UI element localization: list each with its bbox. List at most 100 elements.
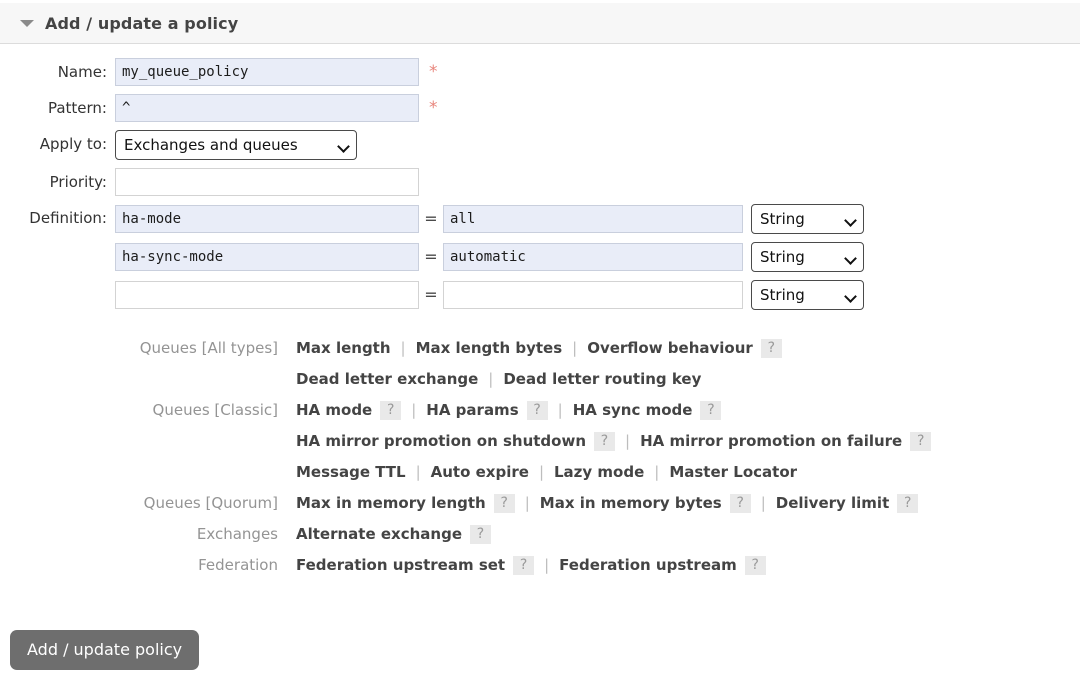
pattern-label: Pattern: [47,99,107,117]
pattern-input[interactable] [115,94,419,122]
param-line: HA mirror promotion on shutdown ? | HA m… [296,426,932,457]
param-link-dead-letter-exchange[interactable]: Dead letter exchange [296,370,479,388]
param-link-alternate-exchange[interactable]: Alternate exchange [296,525,462,543]
param-category-label: Queues [Quorum] [143,494,278,512]
param-line: Message TTL | Auto expire | Lazy mode | … [296,457,931,488]
param-category-label: Federation [198,556,278,574]
pattern-required-marker: * [429,98,438,118]
param-link-message-ttl[interactable]: Message TTL [296,463,406,481]
param-category-label: Exchanges [196,525,278,543]
priority-field-cell [115,168,419,196]
name-input[interactable] [115,58,419,86]
param-separator: | [400,339,406,357]
param-link-delivery-limit[interactable]: Delivery limit [775,494,890,512]
chevron-down-icon: Exchanges and queues Exchanges Queues [115,130,357,160]
help-icon-ha-mirror-promotion-on-shutdown[interactable]: ? [594,432,616,451]
definition-key-input-1[interactable] [115,205,419,233]
add-update-policy-button[interactable]: Add / update policy [10,630,200,670]
param-link-lazy-mode[interactable]: Lazy mode [554,463,645,481]
help-icon-ha-mirror-promotion-on-failure[interactable]: ? [910,432,932,451]
form-row-priority: Priority: [0,168,1080,196]
param-link-max-in-memory-length[interactable]: Max in memory length [296,494,486,512]
form-row-pattern: Pattern: * [0,94,1080,122]
form-row-definition-2: = String Number Boolean List [0,242,1080,272]
help-icon-federation-upstream-set[interactable]: ? [513,556,535,575]
priority-input[interactable] [115,168,419,196]
priority-label: Priority: [49,173,107,191]
param-link-ha-mode[interactable]: HA mode [296,401,373,419]
apply-to-select[interactable]: Exchanges and queues Exchanges Queues [115,130,357,160]
param-link-max-length-bytes[interactable]: Max length bytes [415,339,563,357]
definition-key-input-3[interactable] [115,281,419,309]
param-link-dead-letter-routing-key[interactable]: Dead letter routing key [503,370,702,388]
definition-type-select-2[interactable]: String Number Boolean List [751,242,864,272]
param-separator: | [415,463,421,481]
form-row-apply-to: Apply to: Exchanges and queues Exchanges… [0,130,1080,160]
help-icon-federation-upstream[interactable]: ? [744,556,766,575]
help-icon-ha-mode[interactable]: ? [380,401,402,420]
param-link-federation-upstream-set[interactable]: Federation upstream set [296,556,506,574]
param-separator: | [654,463,660,481]
definition-value-input-3[interactable] [443,281,743,309]
param-category-label: Queues [Classic] [152,401,278,419]
param-links: Federation upstream set ? | Federation u… [296,550,766,581]
help-icon-max-in-memory-length[interactable]: ? [493,494,515,513]
param-line: Max length | Max length bytes | Overflow… [296,333,782,364]
triangle-down-icon[interactable] [20,16,34,30]
param-line: Alternate exchange ? [296,519,491,550]
name-field-cell: * [115,58,438,86]
param-category-label: Queues [All types] [139,339,278,357]
param-group-queues-classic: Queues [Classic] HA mode ? | HA params ?… [0,395,1080,488]
param-link-ha-mirror-promotion-on-shutdown[interactable]: HA mirror promotion on shutdown [296,432,587,450]
param-link-max-in-memory-bytes[interactable]: Max in memory bytes [539,494,722,512]
name-required-marker: * [429,62,438,82]
help-icon-ha-params[interactable]: ? [526,401,548,420]
param-link-ha-params[interactable]: HA params [426,401,519,419]
help-icon-ha-sync-mode[interactable]: ? [700,401,722,420]
definition-value-input-1[interactable] [443,205,743,233]
param-link-master-locator[interactable]: Master Locator [669,463,798,481]
equals-sign-3: = [424,285,438,304]
section-header-add-update-policy[interactable]: Add / update a policy [0,3,1080,44]
param-group-federation: Federation Federation upstream set ? | F… [0,550,1080,581]
chevron-down-icon: String Number Boolean List [751,280,864,310]
equals-sign-1: = [424,209,438,228]
definition-value-input-2[interactable] [443,243,743,271]
param-separator: | [488,370,494,388]
param-separator: | [572,339,578,357]
param-line: Federation upstream set ? | Federation u… [296,550,766,581]
param-link-overflow-behaviour[interactable]: Overflow behaviour [587,339,753,357]
help-icon-alternate-exchange[interactable]: ? [470,525,491,544]
param-separator: | [524,494,530,512]
form-row-name: Name: * [0,58,1080,86]
definition-type-select-3[interactable]: String Number Boolean List [751,280,864,310]
param-link-federation-upstream[interactable]: Federation upstream [559,556,737,574]
definition-field-cell-1: = String Number Boolean List [115,204,864,234]
param-link-auto-expire[interactable]: Auto expire [430,463,529,481]
definition-key-input-2[interactable] [115,243,419,271]
param-group-queues-all-types: Queues [All types] Max length | Max leng… [0,333,1080,395]
help-icon-overflow-behaviour[interactable]: ? [760,339,782,358]
apply-to-label: Apply to: [39,135,107,153]
param-links: Max length | Max length bytes | Overflow… [296,333,782,395]
chevron-down-icon: String Number Boolean List [751,204,864,234]
param-separator: | [557,401,563,419]
help-icon-max-in-memory-bytes[interactable]: ? [729,494,751,513]
chevron-down-icon: String Number Boolean List [751,242,864,272]
param-links: HA mode ? | HA params ? | HA sync mode ?… [296,395,932,488]
parameter-shortcuts: Queues [All types] Max length | Max leng… [0,333,1080,581]
param-link-ha-sync-mode[interactable]: HA sync mode [572,401,693,419]
definition-field-cell-3: = String Number Boolean List [115,280,864,310]
policy-form: Name: * Pattern: * Apply to: Exchanges a… [0,58,1080,318]
param-line: HA mode ? | HA params ? | HA sync mode ? [296,395,931,426]
param-separator: | [625,432,631,450]
definition-field-cell-2: = String Number Boolean List [115,242,864,272]
equals-sign-2: = [424,247,438,266]
param-separator: | [544,556,550,574]
form-row-definition-1: Definition: = String Number Boolean List [0,204,1080,234]
definition-type-select-1[interactable]: String Number Boolean List [751,204,864,234]
param-group-queues-quorum: Queues [Quorum] Max in memory length ? |… [0,488,1080,519]
param-link-max-length[interactable]: Max length [296,339,391,357]
param-link-ha-mirror-promotion-on-failure[interactable]: HA mirror promotion on failure [640,432,903,450]
help-icon-delivery-limit[interactable]: ? [897,494,919,513]
